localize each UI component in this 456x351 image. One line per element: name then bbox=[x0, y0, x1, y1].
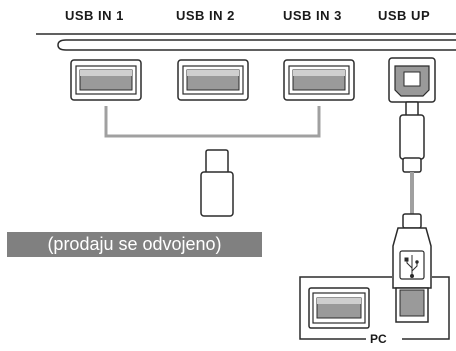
usb-in-3-port bbox=[283, 59, 355, 101]
pc-usb-port bbox=[308, 287, 370, 329]
usb-in-bracket bbox=[104, 106, 321, 138]
pc-box bbox=[299, 276, 450, 340]
usb-in-1-port bbox=[70, 59, 142, 101]
usb-up-port bbox=[388, 57, 436, 103]
usb-in-2-port bbox=[177, 59, 249, 101]
monitor-edge bbox=[36, 33, 456, 51]
pc-label: PC bbox=[366, 332, 391, 346]
usb-flash-drive bbox=[200, 149, 234, 217]
sold-separately-note: (prodaju se odvojeno) bbox=[7, 232, 262, 257]
usb-in-3-label: USB IN 3 bbox=[283, 8, 342, 23]
usb-symbol-icon bbox=[404, 255, 419, 278]
usb-b-connector bbox=[399, 101, 425, 173]
usb-in-2-label: USB IN 2 bbox=[176, 8, 235, 23]
usb-up-label: USB UP bbox=[378, 8, 431, 23]
usb-in-1-label: USB IN 1 bbox=[65, 8, 124, 23]
